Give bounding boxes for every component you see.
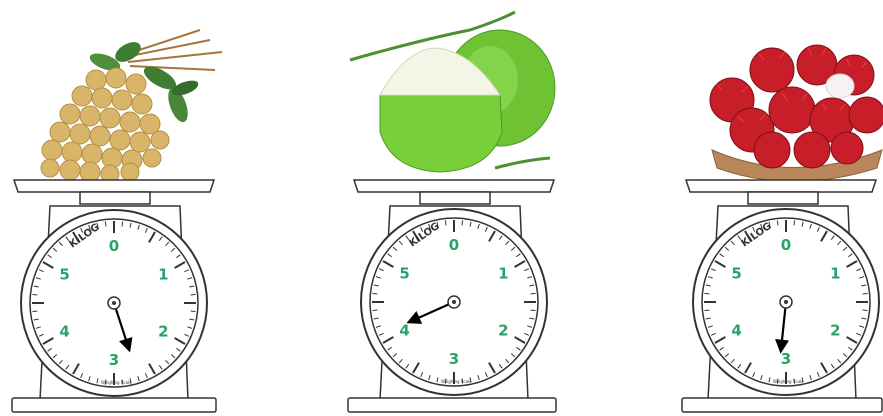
minor-tick bbox=[462, 220, 463, 225]
dial-number: 2 bbox=[830, 322, 840, 340]
rambutan-basket-icon bbox=[710, 45, 883, 182]
dial-number: 5 bbox=[399, 265, 409, 283]
dial-number: 3 bbox=[781, 350, 791, 368]
dial-number: 1 bbox=[158, 266, 168, 284]
scale-rambutan-drawing: 012345 KILOG Weighing Scale bbox=[672, 0, 883, 416]
minor-tick bbox=[794, 220, 795, 225]
minor-tick bbox=[531, 293, 536, 294]
minor-tick bbox=[372, 310, 377, 311]
minor-tick bbox=[704, 293, 709, 294]
dial-number: 2 bbox=[158, 323, 168, 341]
dial-tiny-label: Weighing Scale bbox=[101, 380, 132, 385]
dial-number: 1 bbox=[498, 265, 508, 283]
dial-number: 4 bbox=[731, 322, 741, 340]
scale-longan-drawing: 012345 KILOG Weighing Scale bbox=[0, 0, 230, 416]
dial-tiny-label: Weighing Scale bbox=[773, 379, 804, 384]
dial-tiny-label: Weighing Scale bbox=[441, 379, 472, 384]
minor-tick bbox=[105, 221, 106, 226]
dial-number: 0 bbox=[781, 236, 791, 254]
dial-number: 3 bbox=[109, 351, 119, 369]
dial-number: 0 bbox=[449, 236, 459, 254]
dial-number: 3 bbox=[449, 350, 459, 368]
dial-number: 2 bbox=[498, 322, 508, 340]
minor-tick bbox=[191, 294, 196, 295]
dial-number: 5 bbox=[59, 266, 69, 284]
minor-tick bbox=[863, 310, 868, 311]
minor-tick bbox=[372, 293, 377, 294]
minor-tick bbox=[32, 311, 37, 312]
dial-number: 4 bbox=[399, 322, 409, 340]
longan-cluster-icon bbox=[41, 30, 222, 183]
dial-number: 1 bbox=[830, 265, 840, 283]
minor-tick bbox=[191, 311, 196, 312]
minor-tick bbox=[531, 310, 536, 311]
dial-number: 4 bbox=[59, 323, 69, 341]
scale-dial: 012345 KILOG Weighing Scale bbox=[21, 210, 207, 396]
minor-tick bbox=[445, 220, 446, 225]
dial-number: 5 bbox=[731, 265, 741, 283]
minor-tick bbox=[863, 293, 868, 294]
dial-number: 0 bbox=[109, 237, 119, 255]
minor-tick bbox=[122, 221, 123, 226]
minor-tick bbox=[777, 220, 778, 225]
green-coconut-icon bbox=[350, 12, 555, 172]
minor-tick bbox=[704, 310, 709, 311]
minor-tick bbox=[32, 294, 37, 295]
